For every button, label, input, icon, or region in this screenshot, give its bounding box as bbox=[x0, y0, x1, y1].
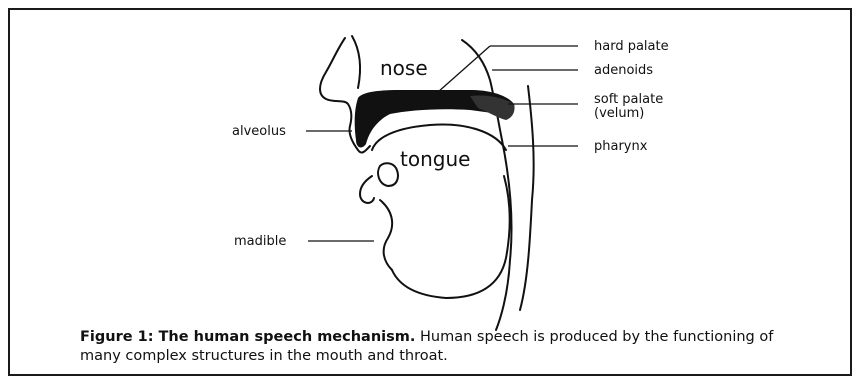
nose-outline bbox=[320, 38, 351, 126]
velum-label: (velum) bbox=[594, 106, 644, 121]
pharynx-inner bbox=[520, 86, 534, 310]
alveolus-label: alveolus bbox=[232, 124, 286, 139]
caption-title: Figure 1: The human speech mechanism. bbox=[80, 329, 415, 345]
mandible-label: madible bbox=[234, 234, 286, 249]
hard-palate-label: hard palate bbox=[594, 39, 669, 54]
tongue-label: tongue bbox=[400, 147, 470, 171]
chin bbox=[380, 200, 392, 270]
adenoids-label: adenoids bbox=[594, 63, 653, 78]
soft-palate-label: soft palate bbox=[594, 92, 663, 107]
nose-label: nose bbox=[380, 56, 428, 80]
leader-hard-palate bbox=[438, 46, 490, 92]
figure-caption: Figure 1: The human speech mechanism. Hu… bbox=[80, 328, 780, 366]
lower-teeth bbox=[378, 163, 398, 186]
pharynx-label: pharynx bbox=[594, 139, 647, 154]
mandible-curve bbox=[392, 176, 510, 298]
nasal-bridge bbox=[352, 36, 360, 88]
lower-lip bbox=[360, 176, 374, 203]
pharynx-wall bbox=[462, 40, 512, 330]
